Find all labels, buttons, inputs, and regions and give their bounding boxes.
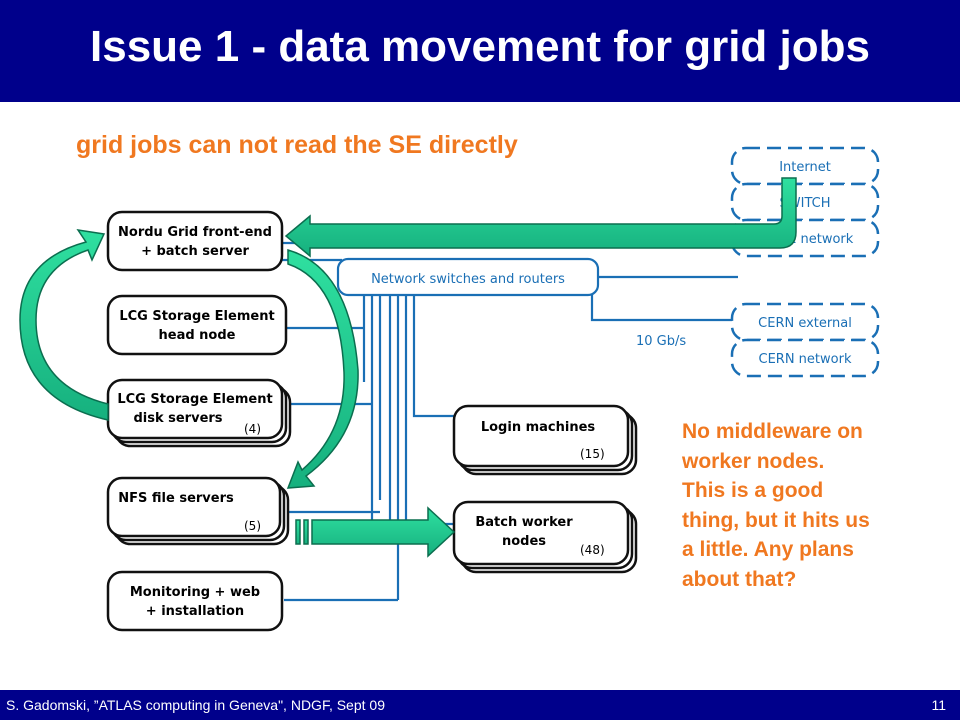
- internet-label: Internet: [779, 160, 831, 175]
- nfs-arrow-stripe-2: [303, 519, 309, 545]
- external-networks: [730, 146, 880, 378]
- footer-bar: [0, 690, 960, 720]
- data-flow-arrows: [19, 177, 797, 558]
- node-monitoring: Monitoring + web + installation: [106, 570, 284, 632]
- node-login: Login machines (15): [452, 404, 638, 476]
- login-count: (15): [580, 447, 605, 461]
- nfs-count: (5): [244, 519, 261, 533]
- note-line: This is a good: [682, 479, 824, 502]
- note-line: thing, but it hits us: [682, 508, 870, 532]
- side-note: No middleware on worker nodes. This is a…: [682, 417, 952, 594]
- note-line: a little. Any plans: [682, 538, 854, 561]
- batch-line-1: Batch worker: [475, 515, 573, 530]
- login-line-1: Login machines: [481, 420, 596, 435]
- batch-count: (48): [580, 543, 605, 557]
- cern-external-label: CERN external: [758, 316, 852, 331]
- note-line: No middleware on: [682, 420, 863, 443]
- frontend-to-nfs-arrow: [286, 249, 359, 489]
- cern-network-cloud: [730, 338, 880, 378]
- internet-cloud: [730, 146, 880, 186]
- network-switch-label: Network switches and routers: [371, 272, 565, 287]
- slide-subtitle: grid jobs can not read the SE directly: [76, 131, 518, 159]
- node-lcg-head: LCG Storage Element head node: [106, 294, 288, 356]
- nfs-to-batch-arrow: [311, 506, 456, 558]
- lcg-disk-count: (4): [244, 422, 261, 436]
- slide-title: Issue 1 - data movement for grid jobs: [90, 22, 870, 71]
- network-switch-box: [336, 257, 600, 297]
- switch-cloud: [730, 182, 880, 222]
- disk-to-frontend-arrow: [19, 228, 109, 421]
- note-line: about that?: [682, 567, 797, 591]
- node-batch: Batch worker nodes (48): [452, 500, 638, 574]
- lcg-disk-line-2: disk servers: [133, 411, 222, 426]
- internet-to-frontend-arrow: [284, 177, 797, 258]
- nordugrid-line-1: Nordu Grid front-end: [118, 225, 272, 240]
- nfs-arrow-stripe-1: [295, 519, 301, 545]
- nordugrid-line-2: + batch server: [141, 244, 249, 259]
- cern-external-cloud: [730, 302, 880, 342]
- note-line: worker nodes.: [682, 449, 825, 473]
- monitoring-line-1: Monitoring + web: [130, 585, 260, 600]
- link-speed-label: 10 Gb/s: [636, 334, 686, 349]
- lcg-head-line-1: LCG Storage Element: [119, 309, 274, 324]
- monitoring-line-2: + installation: [146, 604, 244, 619]
- node-nordugrid: Nordu Grid front-end + batch server: [106, 210, 284, 272]
- nfs-line-1: NFS file servers: [118, 491, 234, 506]
- node-lcg-disk: LCG Storage Element disk servers (4): [106, 378, 292, 448]
- footer-text: S. Gadomski, ”ATLAS computing in Geneva"…: [6, 697, 385, 713]
- node-nfs: NFS file servers (5): [106, 476, 290, 546]
- lcg-disk-line-1: LCG Storage Element: [117, 392, 272, 407]
- title-bar: [0, 0, 960, 102]
- batch-line-2: nodes: [502, 534, 546, 549]
- page-number: 11: [931, 697, 946, 713]
- cern-network-label: CERN network: [759, 352, 852, 367]
- lcg-head-line-2: head node: [159, 328, 236, 343]
